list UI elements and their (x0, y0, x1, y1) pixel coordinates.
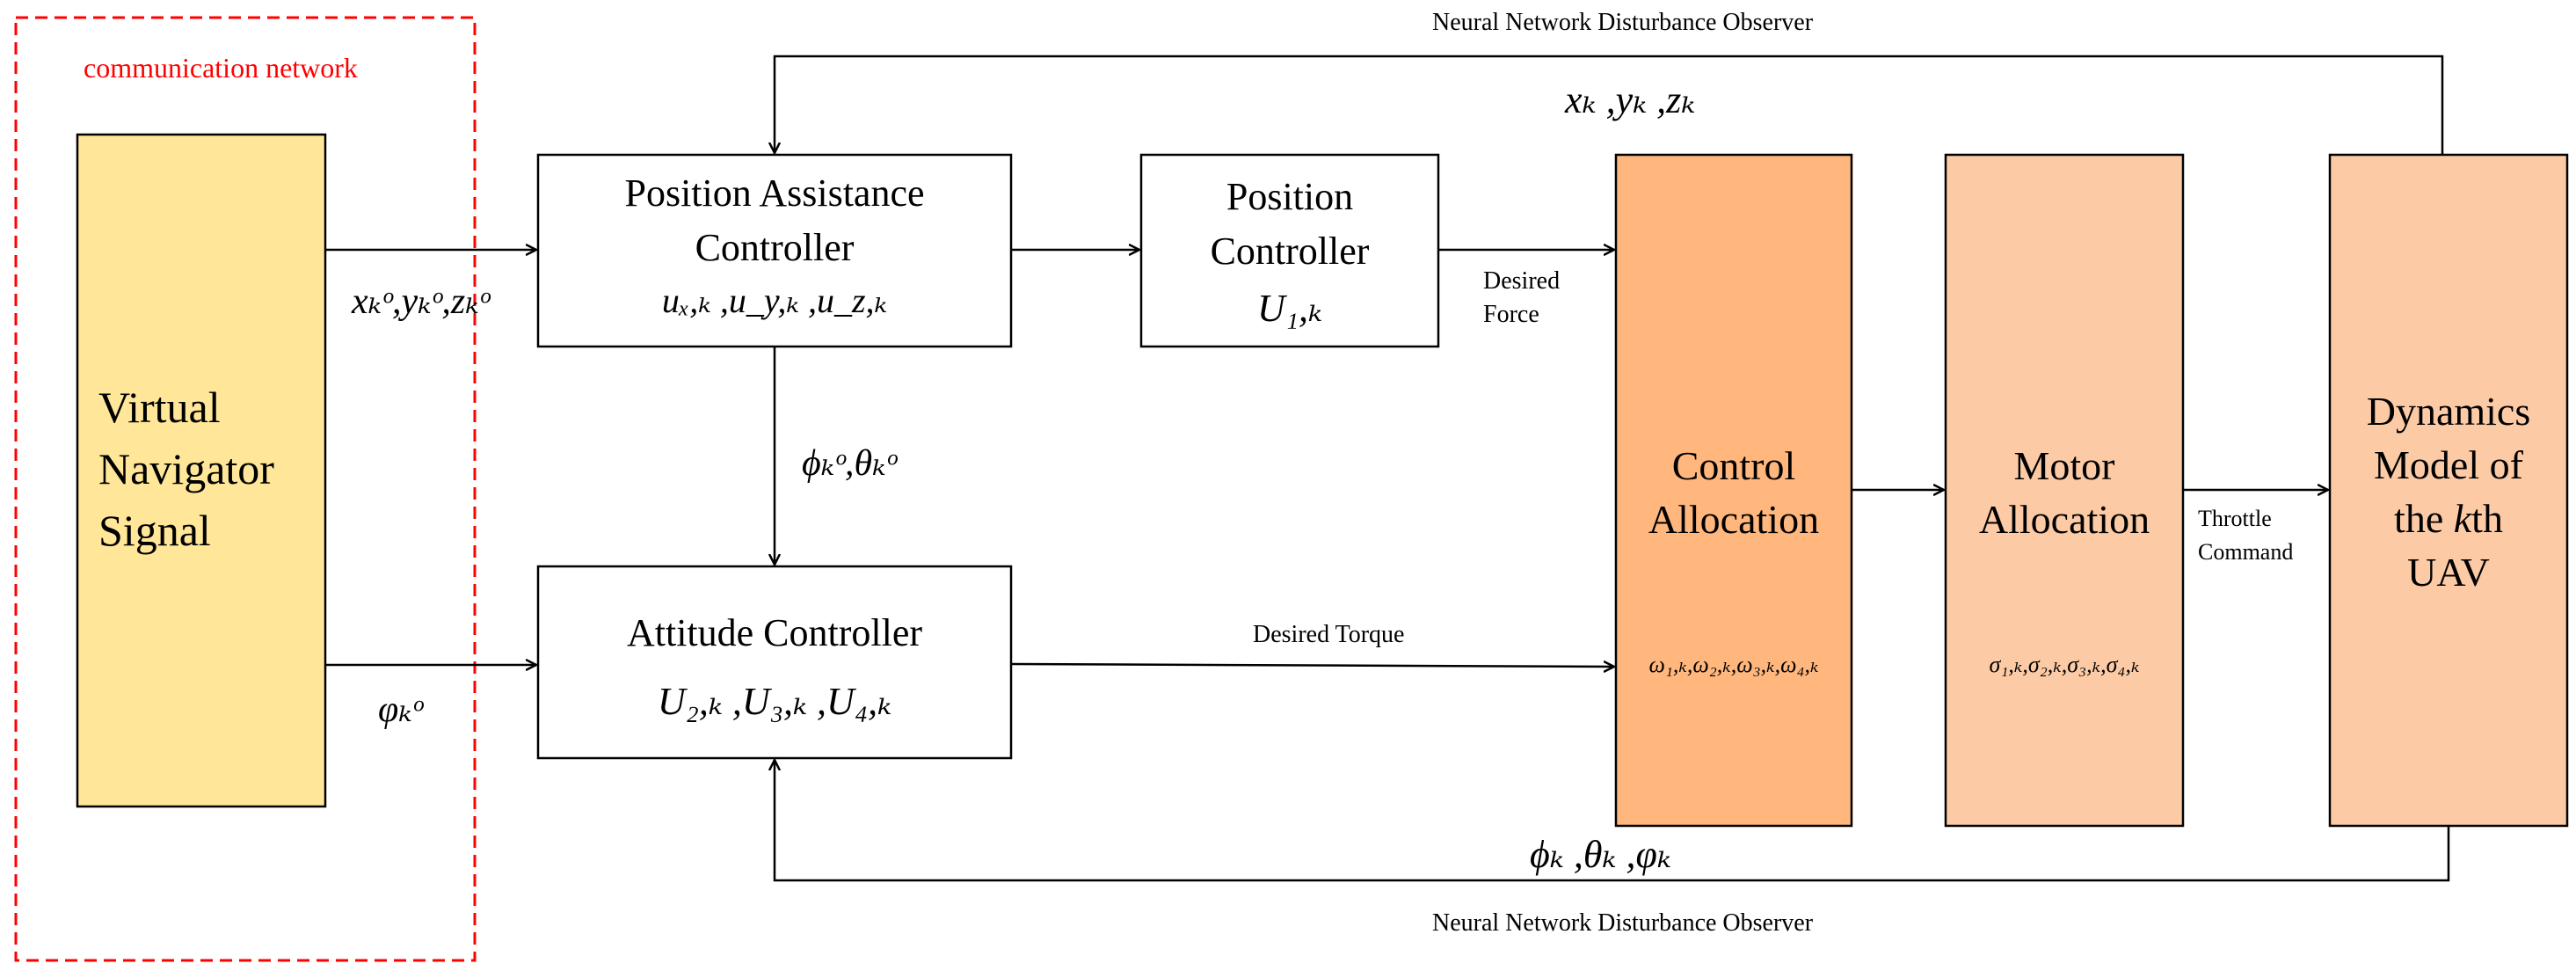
control-allocation-line1: Control (1672, 443, 1796, 488)
dynamics-line4: UAV (2407, 550, 2490, 595)
bottom-feedback-loop (775, 760, 2450, 882)
control-allocation-math: ω₁,ₖ,ω₂,ₖ,ω₃,ₖ,ω₄,ₖ (1648, 652, 1818, 677)
dynamics-line3-k: k (2454, 496, 2473, 541)
position-assistance-math: uₓ,ₖ ,u_y,ₖ ,u_z,ₖ (662, 281, 887, 320)
nndo-bottom-label: Neural Network Disturbance Observer (1432, 909, 1814, 937)
control-allocation-line2: Allocation (1648, 497, 1819, 542)
navigator-line1: Virtual (98, 383, 221, 432)
signal-phi-theta-reference: ϕₖᵒ,θₖᵒ (802, 443, 899, 484)
signal-attitude-feedback: ϕₖ ,θₖ ,φₖ (1530, 833, 1671, 876)
attitude-controller-math: U₂,ₖ ,U₃,ₖ ,U₄,ₖ (658, 680, 891, 723)
arrow-attitude-to-allocation (1010, 664, 1614, 667)
nndo-top-label: Neural Network Disturbance Observer (1432, 9, 1814, 36)
position-assistance-line2: Controller (695, 226, 855, 269)
position-controller-line1: Position (1226, 175, 1353, 218)
dynamics-model-box (2328, 153, 2569, 828)
dynamics-line3-pre: the (2394, 496, 2454, 541)
signal-phi-reference: φₖᵒ (378, 690, 425, 730)
position-assistance-controller-box (536, 153, 1013, 348)
signal-xyz-feedback: xₖ ,yₖ ,zₖ (1564, 78, 1695, 121)
dynamics-line2: Model of (2374, 442, 2524, 487)
dynamics-line1: Dynamics (2367, 389, 2531, 434)
position-assistance-line1: Position Assistance (624, 172, 924, 215)
attitude-controller-box (536, 565, 1013, 760)
position-controller-line2: Controller (1211, 230, 1370, 273)
motor-allocation-box (1944, 153, 2185, 828)
desired-torque-label: Desired Torque (1253, 621, 1404, 648)
dynamics-line3: the kth (2394, 496, 2503, 541)
position-controller-box (1139, 153, 1440, 348)
motor-allocation-line1: Motor (2014, 443, 2115, 488)
communication-network-frame (14, 16, 477, 962)
motor-allocation-line2: Allocation (1979, 497, 2150, 542)
top-feedback-loop (775, 55, 2444, 155)
communication-network-label: communication network (84, 52, 358, 84)
dynamics-line3-post: th (2471, 496, 2503, 541)
desired-force-line2: Force (1483, 301, 1539, 328)
desired-force-line1: Desired (1483, 267, 1560, 295)
position-controller-math: U₁,ₖ (1257, 287, 1322, 330)
control-allocation-box (1614, 153, 1853, 828)
throttle-line1: Throttle (2198, 506, 2272, 531)
signal-xyz-reference: xₖᵒ,yₖᵒ,zₖᵒ (351, 281, 491, 322)
navigator-line2: Navigator (98, 444, 274, 493)
virtual-navigator-box (76, 133, 327, 808)
throttle-line2: Command (2198, 539, 2293, 565)
motor-allocation-math: σ₁,ₖ,σ₂,ₖ,σ₃,ₖ,σ₄,ₖ (1990, 652, 2140, 677)
attitude-controller-line1: Attitude Controller (627, 611, 922, 654)
navigator-line3: Signal (98, 506, 211, 555)
